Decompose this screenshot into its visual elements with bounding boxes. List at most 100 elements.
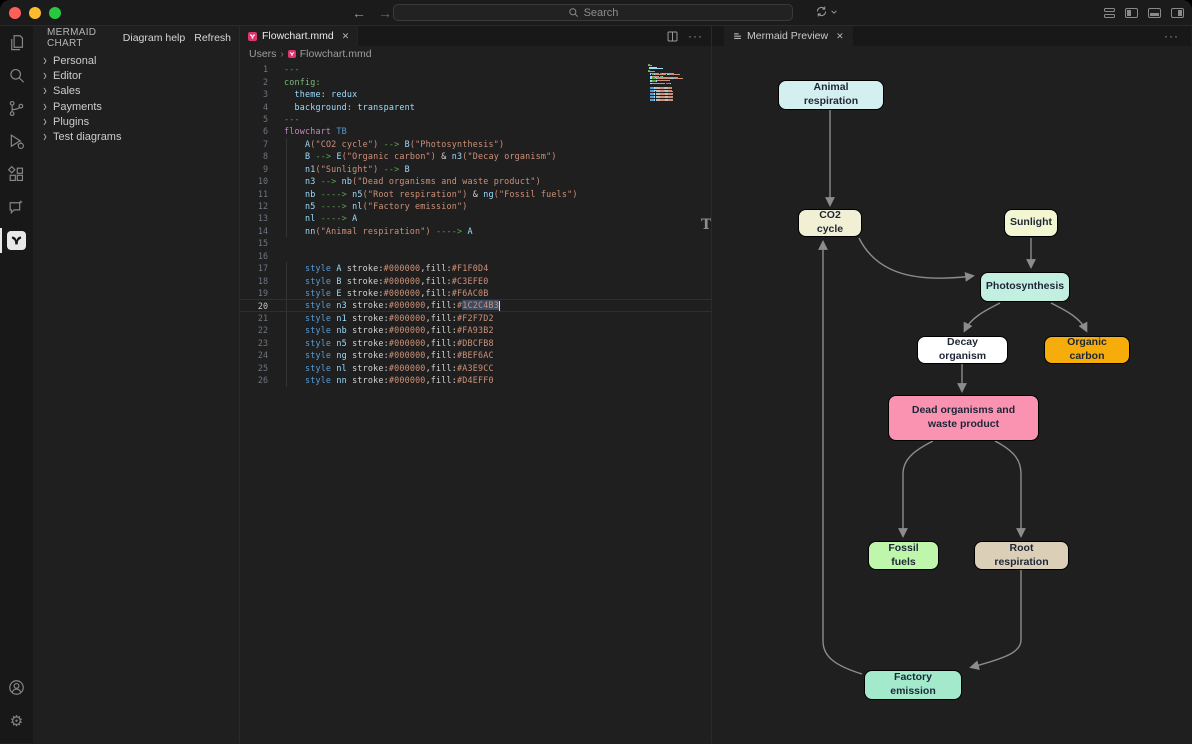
line-text: style nl stroke:#000000,fill:#A3E9CC [284, 362, 494, 373]
flow-node-nn: Animal respiration [778, 80, 884, 110]
code-line[interactable]: 1--- [240, 63, 711, 75]
code-line[interactable]: 9 n1("Sunlight") --> B [240, 163, 711, 175]
toggle-secondary-sidebar-button[interactable] [1171, 8, 1184, 18]
code-line[interactable]: 19 style E stroke:#000000,fill:#F6AC0B [240, 287, 711, 299]
tree-item-label: Sales [53, 85, 81, 98]
tab-mermaid-preview[interactable]: Mermaid Preview ✕ [724, 26, 853, 46]
code-line[interactable]: 8 B --> E("Organic carbon") & n3("Decay … [240, 150, 711, 162]
flow-node-label: Sunlight [1010, 216, 1052, 229]
line-text: style B stroke:#000000,fill:#C3EFE0 [284, 275, 489, 286]
back-arrow-icon[interactable]: ← [352, 5, 366, 21]
chevron-right-icon: › [43, 67, 47, 85]
breadcrumb-file[interactable]: Flowchart.mmd [299, 48, 372, 60]
mermaid-logo-icon [7, 231, 26, 250]
window-controls [9, 6, 61, 19]
extensions-icon[interactable] [0, 158, 33, 191]
code-line[interactable]: 12 n5 ----> nl("Factory emission") [240, 200, 711, 212]
preview-more-actions-icon[interactable]: ··· [1164, 29, 1179, 43]
flow-node-label: Organic carbon [1067, 336, 1107, 362]
forward-arrow-icon[interactable]: → [378, 5, 392, 21]
tab-flowchart-mmd[interactable]: Flowchart.mmd ✕ [240, 26, 359, 46]
code-line[interactable]: 3 theme: redux [240, 88, 711, 100]
line-text: background: transparent [284, 101, 416, 112]
code-line[interactable]: 21 style n1 stroke:#000000,fill:#F2F7D2 [240, 312, 711, 324]
close-window-button[interactable] [9, 6, 21, 19]
indent-guide [286, 262, 287, 387]
split-editor-icon[interactable] [666, 30, 679, 43]
minimize-window-button[interactable] [29, 6, 41, 19]
code-line[interactable]: 16 [240, 250, 711, 262]
customize-layout-button[interactable] [1104, 8, 1115, 18]
line-text: n1("Sunlight") --> B [284, 163, 410, 174]
flow-node-nb: Dead organisms and waste product [888, 395, 1039, 441]
text-cursor [498, 300, 500, 311]
code-line[interactable]: 23 style n5 stroke:#000000,fill:#DBCFB8 [240, 337, 711, 349]
close-preview-icon[interactable]: ✕ [836, 30, 844, 41]
code-line[interactable]: 15 [240, 237, 711, 249]
code-line[interactable]: 10 n3 --> nb("Dead organisms and waste p… [240, 175, 711, 187]
run-debug-icon[interactable] [0, 125, 33, 158]
close-tab-icon[interactable]: ✕ [341, 30, 350, 41]
flow-node-label: Root respiration [994, 541, 1049, 568]
source-control-icon[interactable] [0, 92, 33, 125]
toggle-panel-button[interactable] [1148, 8, 1161, 18]
chat-icon[interactable] [0, 191, 33, 224]
activity-bar: ⚙ [0, 26, 33, 743]
sidebar-item-payments[interactable]: ›Payments [33, 98, 239, 115]
code-line[interactable]: 11 nb ----> n5("Root respiration") & ng(… [240, 187, 711, 199]
refresh-button[interactable]: Refresh [194, 32, 231, 44]
toggle-primary-sidebar-button[interactable] [1125, 8, 1138, 18]
code-line[interactable]: 26 style nn stroke:#000000,fill:#D4EFF0 [240, 374, 711, 386]
code-line[interactable]: 4 background: transparent [240, 100, 711, 112]
account-icon[interactable] [0, 671, 33, 704]
code-line[interactable]: 20 style n3 stroke:#000000,fill:#1C2C4B3 [240, 299, 711, 311]
mermaid-chart-view-icon[interactable] [0, 224, 33, 257]
flow-node-label: Dead organisms and waste product [911, 404, 1016, 430]
line-number: 24 [257, 350, 268, 361]
diagram-help-button[interactable]: Diagram help [122, 32, 186, 44]
line-text: B --> E("Organic carbon") & n3("Decay or… [284, 151, 557, 162]
sidebar-item-sales[interactable]: › Sales [33, 82, 239, 100]
code-line[interactable]: 24 style ng stroke:#000000,fill:#BEF6AC [240, 349, 711, 361]
code-line[interactable]: 22 style nb stroke:#000000,fill:#FA93B2 [240, 324, 711, 336]
flow-node-label: Factory emission [890, 671, 936, 697]
code-line[interactable]: 7 A("CO2 cycle") --> B("Photosynthesis") [240, 138, 711, 150]
line-number: 19 [257, 288, 268, 299]
sidebar-item-plugins[interactable]: ›Plugins [33, 113, 239, 130]
chevron-right-icon: › [43, 82, 47, 100]
minimap[interactable] [648, 64, 686, 101]
line-number: 18 [257, 275, 268, 286]
run-recent-command-button[interactable] [815, 5, 838, 18]
line-number: 7 [262, 138, 268, 149]
line-text: n3 --> nb("Dead organisms and waste prod… [284, 176, 541, 187]
line-number: 16 [257, 250, 268, 261]
command-center-search[interactable]: Search [393, 4, 793, 21]
code-line[interactable]: 17 style A stroke:#000000,fill:#F1F0D4 [240, 262, 711, 274]
sidebar-item-personal[interactable]: ›Personal [33, 52, 239, 69]
breadcrumb[interactable]: Users › Flowchart.mmd [240, 46, 711, 62]
code-line[interactable]: 25 style nl stroke:#000000,fill:#A3E9CC [240, 362, 711, 374]
settings-gear-icon[interactable]: ⚙ [9, 712, 24, 730]
sidebar-item-test-diagrams[interactable]: ›Test diagrams [33, 129, 239, 146]
code-line[interactable]: 18 style B stroke:#000000,fill:#C3EFE0 [240, 274, 711, 286]
line-text: style n3 stroke:#000000,fill:#1C2C4B3 [284, 300, 500, 311]
line-number: 2 [262, 76, 268, 87]
flow-node-B: Photosynthesis [980, 272, 1070, 302]
breadcrumb-root[interactable]: Users [249, 48, 277, 60]
zoom-window-button[interactable] [49, 6, 61, 19]
code-line[interactable]: 5--- [240, 113, 711, 125]
search-view-icon[interactable] [0, 59, 33, 92]
line-text: --- [284, 64, 300, 75]
code-line[interactable]: 14 nn("Animal respiration") ----> A [240, 225, 711, 237]
code-line[interactable]: 13 nl ----> A [240, 212, 711, 224]
editor-more-actions-icon[interactable]: ··· [688, 29, 703, 43]
preview-icon [734, 32, 741, 39]
flow-node-nl: Factory emission [864, 670, 962, 700]
explorer-icon[interactable] [0, 26, 33, 59]
sidebar-item-editor[interactable]: ›Editor [33, 67, 239, 85]
line-number: 4 [262, 101, 268, 112]
